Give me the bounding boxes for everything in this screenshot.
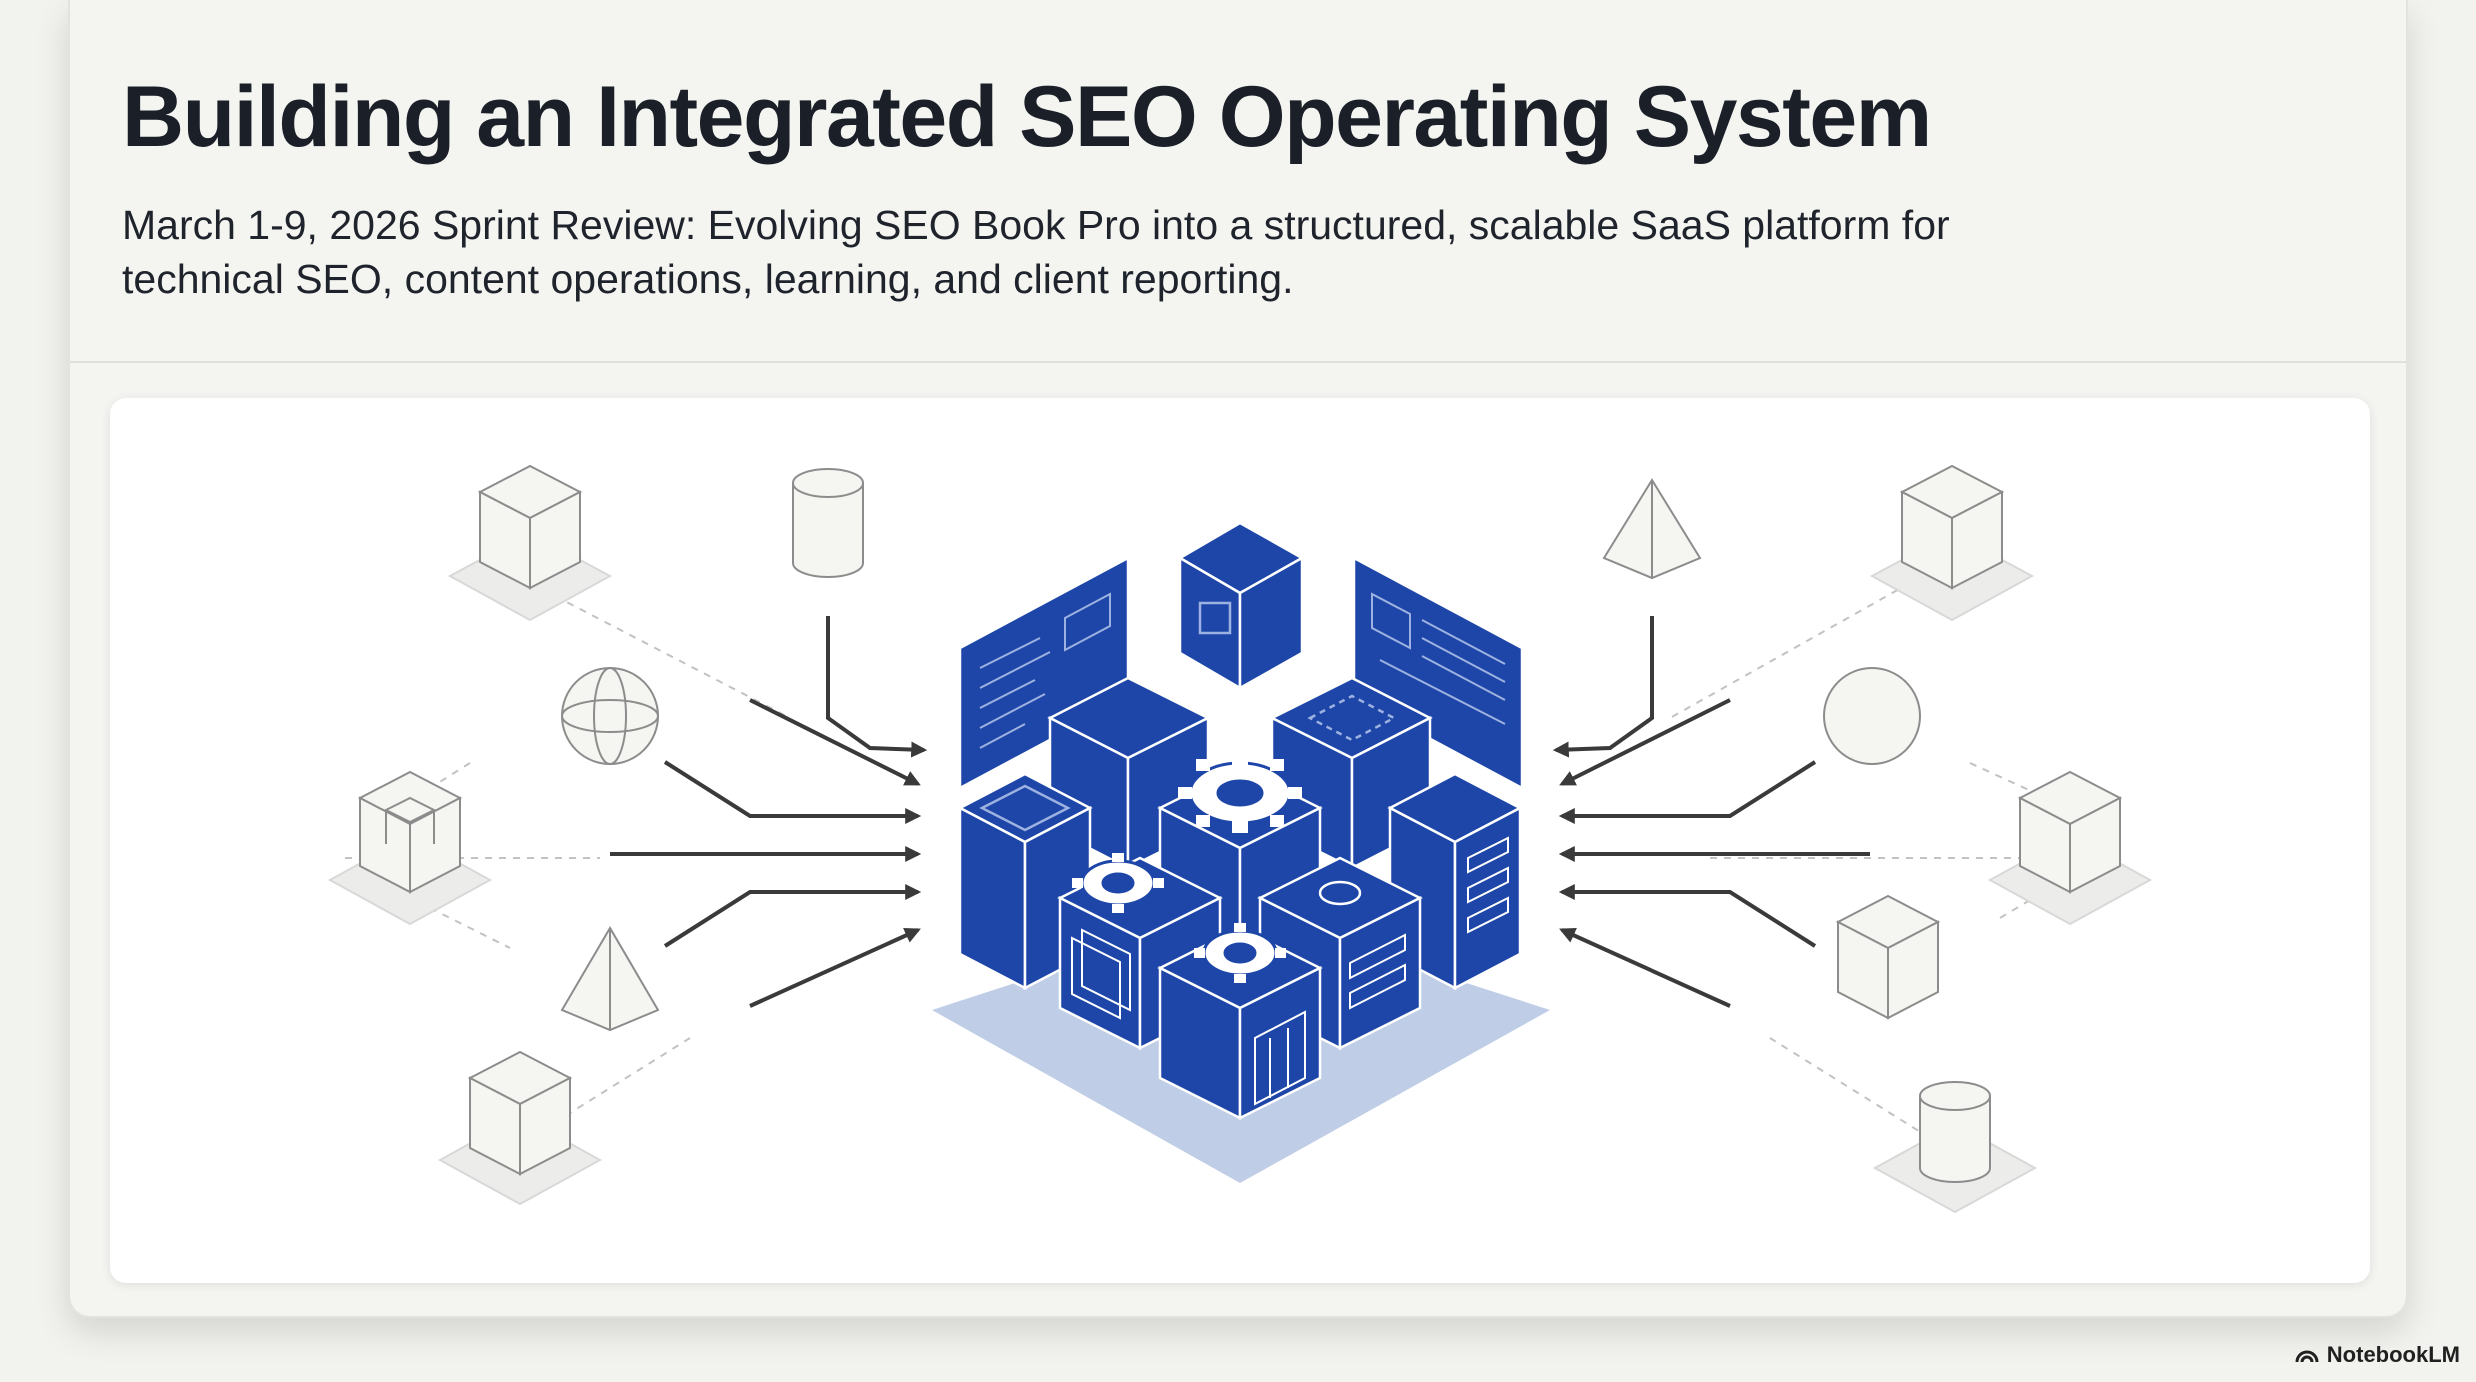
notebooklm-watermark: NotebookLM [2295,1342,2460,1368]
seo-platform-illustration [327,464,2153,1214]
circle-icon [1823,667,1921,765]
cylinder-icon-bottom-right [1872,1081,2038,1214]
watermark-label: NotebookLM [2326,1342,2460,1367]
cube-icon-right [1987,770,2153,926]
arrows-left [610,616,928,1008]
gear-icon-small-left [1072,853,1164,913]
cube-icon [447,464,613,622]
cube-icon-bottom-left [437,1050,603,1206]
slide-title: Building an Integrated SEO Operating Sys… [122,69,1932,165]
pyramid-icon [560,926,660,1032]
arrows-right [1552,616,1870,1008]
header-divider [70,361,2406,363]
sphere-icon [561,667,659,765]
gear-icon-small-front [1194,923,1286,983]
slide-subtitle: March 1-9, 2026 Sprint Review: Evolving … [122,202,1950,302]
slide-card: Building an Integrated SEO Operating Sys… [68,0,2408,1318]
illustration-panel [110,398,2370,1283]
notebooklm-logo-icon [2295,1350,2319,1363]
cube-icon-lower-right [1835,894,1941,1020]
central-platform [932,521,1550,1183]
gear-icon [1178,753,1302,833]
nested-cube-icon [327,770,493,926]
cylinder-icon [792,468,864,578]
cube-icon-top-right [1869,464,2035,622]
pyramid-icon-top-right [1602,478,1702,580]
